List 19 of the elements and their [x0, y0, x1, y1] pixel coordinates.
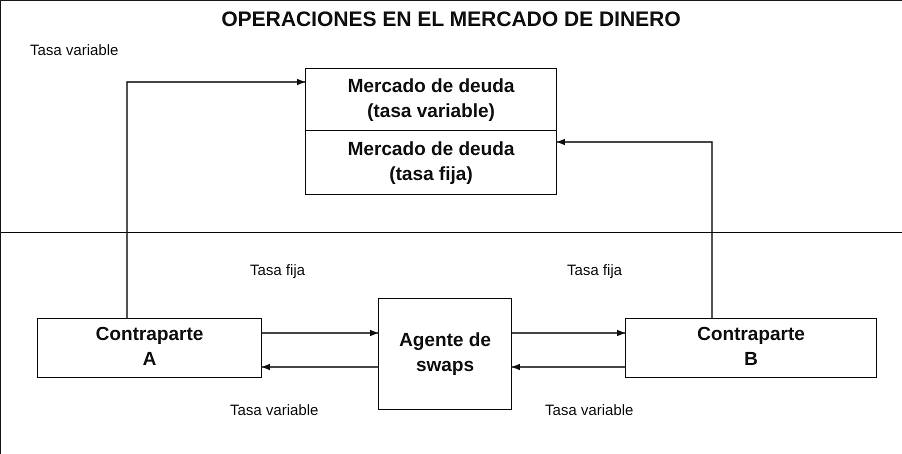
process-box — [625, 318, 877, 378]
box-label: Mercado de deuda (tasa variable) — [346, 74, 516, 124]
box-label: Contraparte A — [94, 323, 204, 372]
box-label: Contraparte B — [696, 323, 806, 372]
arrow — [512, 364, 625, 370]
diagram-title: OPERACIONES EN EL MERCADO DE DINERO — [220, 8, 682, 32]
arrow — [512, 330, 625, 336]
arrow — [557, 138, 713, 318]
arrow — [262, 364, 378, 370]
box-label: Mercado de deuda (tasa fija) — [346, 138, 516, 186]
arrow — [126, 78, 305, 318]
process-box — [378, 298, 512, 410]
process-box — [305, 68, 557, 131]
edge-label: Tasa fija — [567, 262, 622, 279]
process-box — [37, 318, 262, 378]
process-box — [305, 130, 557, 195]
arrow — [262, 330, 378, 336]
box-label: Agente de swaps — [398, 329, 492, 378]
edge-label: Tasa fija — [250, 262, 306, 279]
